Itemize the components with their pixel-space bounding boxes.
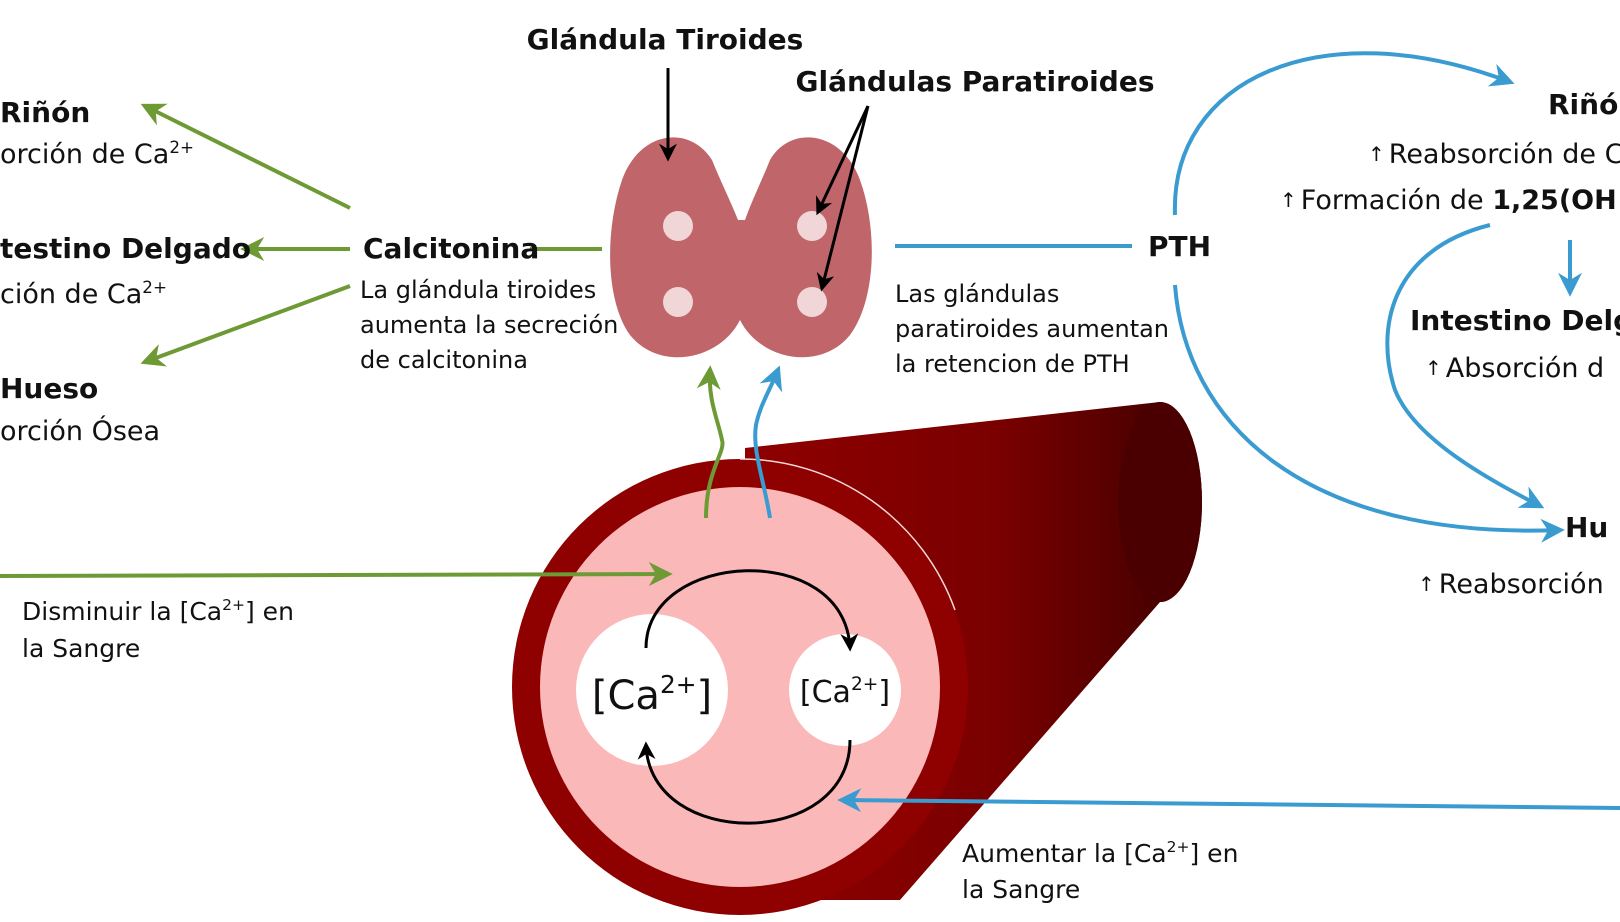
decrease-calcium-arrow — [0, 562, 673, 587]
vessel-highlight — [739, 458, 956, 611]
left-kidney-text: orción de Ca2+ — [0, 137, 194, 170]
right-kidney-title: Riñó — [1548, 88, 1618, 121]
right-bone-text: ↑Reabsorción — [1418, 569, 1604, 600]
increase-calcium-text: Aumentar la [Ca2+] en la Sangre — [962, 838, 1246, 904]
blue-arrow-vessel-to-parathyroid — [753, 365, 783, 519]
left-kidney-title: Riñón — [0, 96, 90, 129]
pth-description: Las glándulas paratiroides aumentan la r… — [895, 280, 1177, 378]
right-bone-title: Hu — [1565, 511, 1608, 544]
calcitonin-description: La glándula tiroides aumenta la secreció… — [360, 276, 626, 374]
right-intestine-title: Intestino Delg — [1410, 304, 1620, 337]
left-intestine-title: testino Delgado — [0, 232, 251, 265]
calcium-label-small: [Ca2+] — [800, 674, 890, 710]
pth-label: PTH — [1148, 230, 1211, 263]
parathyroid-dot-2 — [797, 211, 827, 241]
parathyroid-dot-4 — [797, 287, 827, 317]
parathyroid-label: Glándulas Paratiroides — [796, 65, 1155, 98]
calcium-pool-small — [789, 634, 901, 746]
cycle-arrow-top — [644, 569, 859, 652]
left-bone-title: Hueso — [0, 372, 98, 405]
parathyroid-dot-1 — [663, 211, 693, 241]
calcium-label-large: [Ca2+] — [592, 670, 712, 719]
increase-calcium-arrow — [837, 788, 1620, 813]
left-intestine-text: ción de Ca2+ — [0, 277, 167, 310]
blue-arrow-kidney-to-bone — [1385, 223, 1545, 509]
cycle-arrow-bottom — [637, 739, 852, 825]
blue-arrow-to-right-bone — [1173, 284, 1565, 543]
thyroid-gland — [610, 137, 872, 358]
vessel-tube-end — [1118, 402, 1202, 602]
left-bone-text: orción Ósea — [0, 415, 160, 447]
parathyroid-pointer-arrow-2 — [816, 105, 870, 292]
parathyroid-dot-3 — [663, 287, 693, 317]
thyroid-label: Glándula Tiroides — [527, 23, 804, 56]
right-kidney-line1: ↑Reabsorción de C — [1368, 139, 1620, 170]
decrease-calcium-text: Disminuir la [Ca2+] en la Sangre — [22, 596, 302, 663]
right-kidney-line2: ↑Formación de 1,25(OH — [1280, 185, 1617, 216]
right-intestine-text: ↑Absorción d — [1425, 353, 1604, 384]
green-arrow-to-bone — [140, 284, 351, 367]
green-arrow-to-kidney — [140, 103, 351, 210]
calcitonin-label: Calcitonina — [363, 232, 539, 265]
calcium-pool-large — [576, 614, 728, 766]
green-arrow-vessel-to-thyroid — [696, 365, 725, 519]
vessel-lumen — [540, 487, 940, 887]
blue-arrow-to-right-kidney — [1172, 51, 1515, 216]
parathyroid-pointer-arrow-1 — [816, 105, 870, 216]
